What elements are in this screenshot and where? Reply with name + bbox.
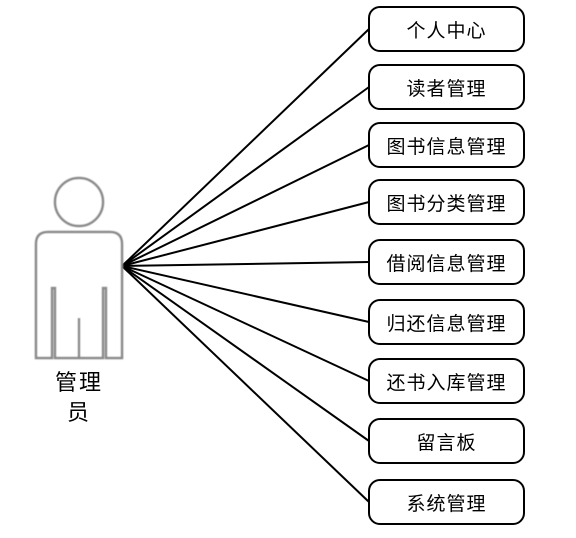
use-case-return-info-management: 归还信息管理 (368, 299, 525, 345)
use-case-borrow-info-management: 借阅信息管理 (368, 239, 525, 285)
association-line (121, 144, 370, 267)
actor-figure (34, 176, 124, 360)
use-case-message-board: 留言板 (368, 418, 525, 464)
association-line (121, 201, 370, 267)
use-case-reader-management: 读者管理 (368, 64, 525, 110)
association-lines (121, 28, 370, 503)
actor-label-continued: 员 (66, 401, 91, 426)
use-case-return-storage-management: 还书入库管理 (368, 358, 525, 404)
association-line (121, 28, 370, 267)
association-line (121, 265, 370, 323)
actor-label: 管理 (54, 371, 103, 396)
actor-body (34, 230, 124, 360)
actor-head (53, 176, 105, 228)
use-case-book-info-management: 图书信息管理 (368, 122, 525, 168)
association-line (121, 86, 370, 267)
association-line (121, 265, 370, 503)
association-line (121, 261, 370, 267)
association-line (121, 265, 370, 442)
association-line (121, 265, 370, 382)
use-case-system-management: 系统管理 (368, 479, 525, 525)
use-case-book-category-management: 图书分类管理 (368, 179, 525, 225)
use-case-personal-center: 个人中心 (368, 6, 525, 52)
